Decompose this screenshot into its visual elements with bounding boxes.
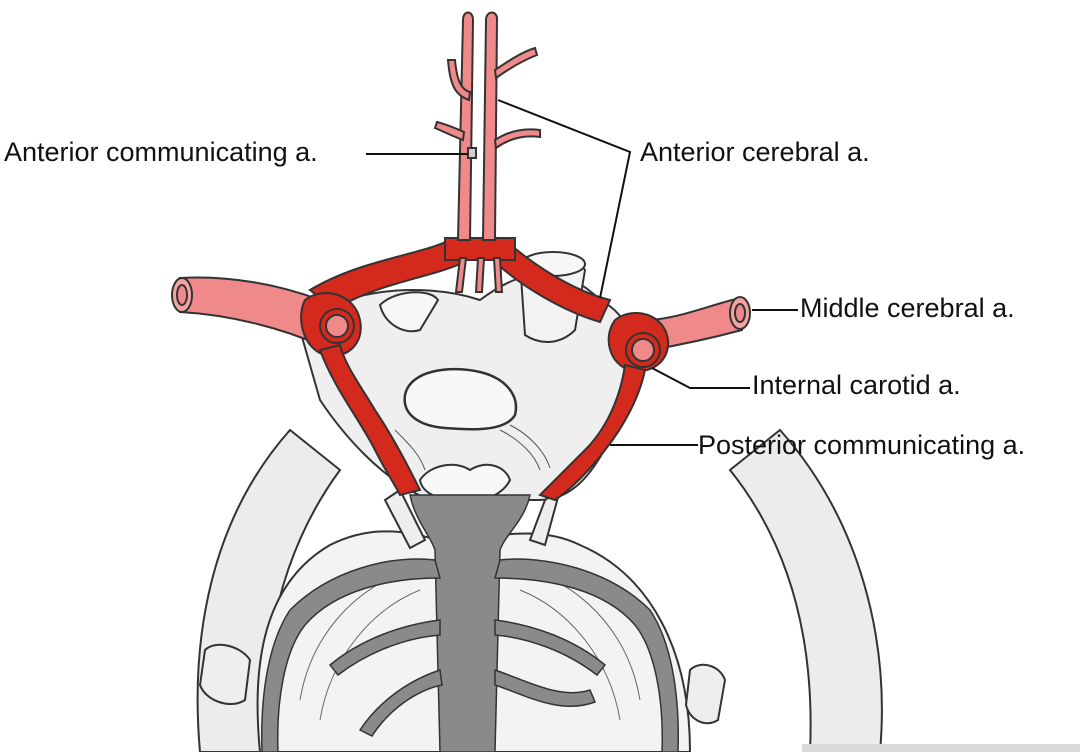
label-anterior-communicating: Anterior communicating a. — [4, 139, 318, 166]
leader-line-ica — [652, 368, 750, 388]
label-anterior-cerebral: Anterior cerebral a. — [640, 139, 870, 166]
label-posterior-communicating: Posterior communicating a. — [698, 432, 1025, 459]
bottom-strip — [802, 744, 1080, 752]
label-middle-cerebral: Middle cerebral a. — [800, 295, 1015, 322]
label-internal-carotid: Internal carotid a. — [752, 372, 961, 399]
